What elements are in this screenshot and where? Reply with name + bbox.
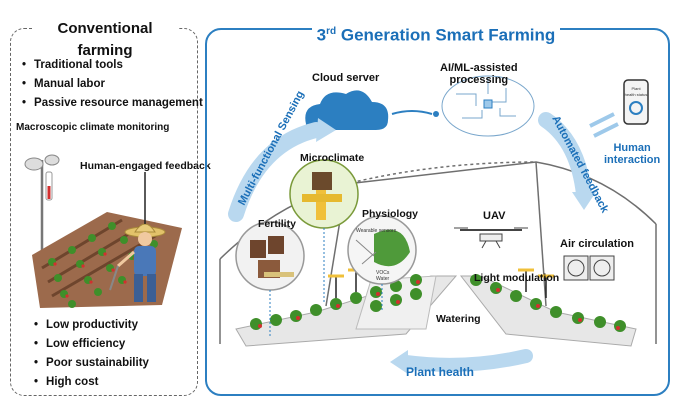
human-feedback-label: Human-engaged feedback bbox=[80, 160, 211, 172]
macroscopic-climate-label: Macroscopic climate monitoring bbox=[16, 122, 170, 133]
human-interaction-label: Human interaction bbox=[604, 142, 660, 166]
uav-label: UAV bbox=[483, 210, 506, 222]
microclimate-sensor-icon bbox=[289, 159, 359, 229]
outcome-item: Poor sustainability bbox=[34, 354, 149, 373]
feature-item: Manual labor bbox=[22, 75, 203, 94]
water-label: Water bbox=[376, 276, 389, 282]
sensor-link-lines bbox=[269, 228, 383, 338]
outcome-item: High cost bbox=[34, 373, 149, 392]
conventional-farming-title: Conventional farming bbox=[32, 18, 178, 59]
conventional-farm-illustration bbox=[24, 154, 182, 308]
fertility-label: Fertility bbox=[258, 218, 296, 230]
wearable-sensors-label: Wearable sensors bbox=[356, 228, 397, 234]
title-number: 3 bbox=[316, 25, 327, 45]
feature-item: Passive resource management bbox=[22, 94, 203, 113]
conventional-outcomes-list: Low productivity Low efficiency Poor sus… bbox=[34, 316, 149, 392]
sensing-arrow-icon bbox=[228, 118, 336, 222]
ai-label-line1: AI/ML-assisted bbox=[440, 62, 518, 74]
crop-field-icon bbox=[32, 212, 182, 308]
ai-brain-icon bbox=[441, 75, 535, 137]
air-circulation-label: Air circulation bbox=[560, 238, 634, 250]
tomato-fruits bbox=[258, 280, 620, 330]
outcome-item: Low productivity bbox=[34, 316, 149, 335]
smart-farming-title: 3rd Generation Smart Farming bbox=[312, 20, 560, 45]
conventional-features-list: Traditional tools Manual labor Passive r… bbox=[22, 56, 203, 113]
farmer-icon bbox=[109, 223, 166, 302]
title-ordinal: rd bbox=[326, 26, 337, 37]
feature-item: Traditional tools bbox=[22, 56, 203, 75]
human-label-line2: interaction bbox=[604, 154, 661, 166]
watering-label: Watering bbox=[436, 313, 481, 325]
uav-icon bbox=[454, 227, 528, 249]
interaction-arrows-icon bbox=[589, 112, 619, 138]
plant-health-arrow-icon bbox=[390, 349, 533, 374]
light-modulation-label: Light modulation bbox=[474, 272, 560, 284]
smart-farming-illustration: Multi-functional Sensing Automated feedb… bbox=[219, 75, 657, 374]
phone-text-line2: health status bbox=[625, 92, 648, 97]
ai-label-line2: processing bbox=[449, 74, 509, 86]
outcome-item: Low efficiency bbox=[34, 335, 149, 354]
feedback-arrow-icon bbox=[538, 112, 596, 210]
vocs-label: VOCs bbox=[376, 270, 390, 276]
plant-health-label: Plant health bbox=[406, 365, 475, 379]
ai-processing-label: AI/ML-assisted processing bbox=[440, 62, 518, 86]
smartphone-icon bbox=[623, 79, 649, 125]
weather-station-icon bbox=[24, 154, 60, 255]
human-label-line1: Human bbox=[613, 142, 651, 154]
phone-text-line1: Plant bbox=[631, 86, 641, 91]
data-link-icon bbox=[391, 110, 439, 117]
microclimate-label: Microclimate bbox=[300, 152, 365, 164]
cloud-server-label: Cloud server bbox=[312, 72, 380, 84]
fertility-sensor-icon bbox=[235, 221, 305, 291]
air-circulation-fans-icon bbox=[563, 255, 615, 281]
physiology-label: Physiology bbox=[362, 208, 419, 220]
cloud-server-icon bbox=[305, 90, 389, 130]
title-text: Generation Smart Farming bbox=[336, 25, 556, 45]
